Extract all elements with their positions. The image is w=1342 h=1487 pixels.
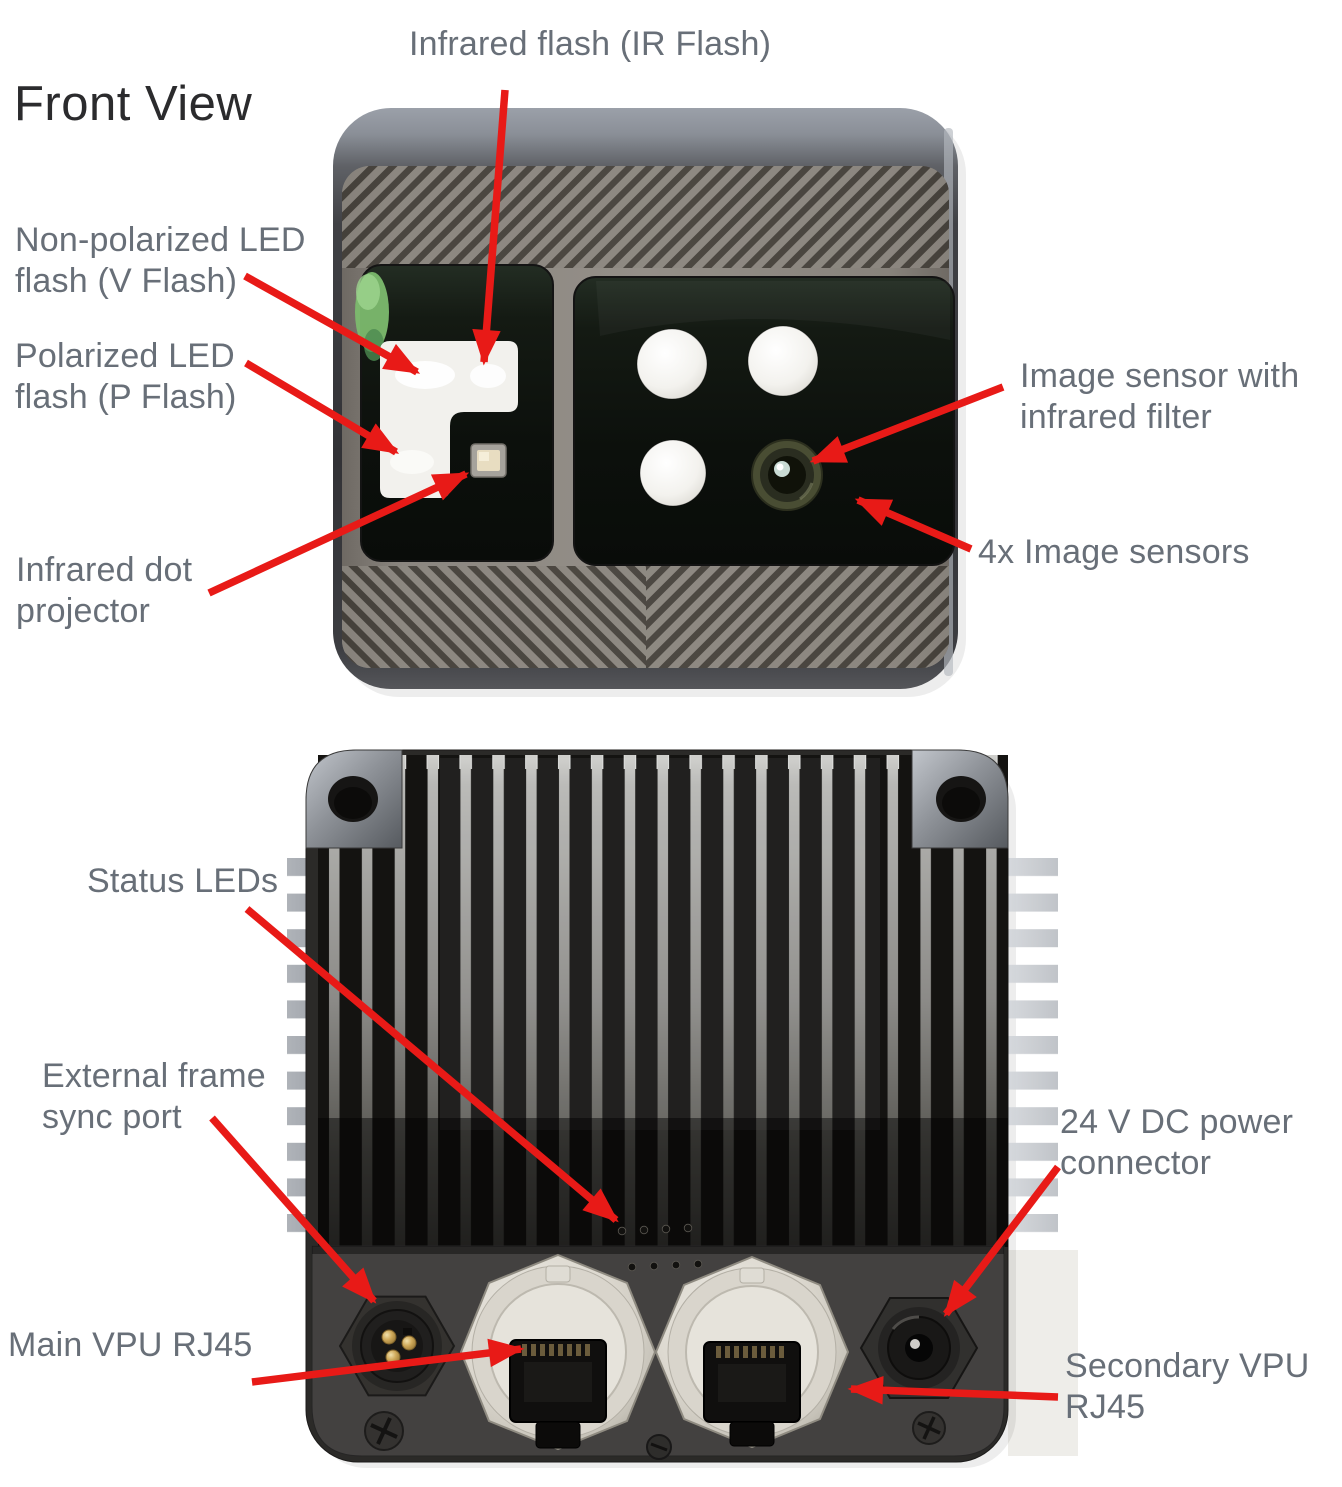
- label-external-sync: External frame sync port: [42, 1057, 266, 1136]
- label-v-flash: Non-polarized LED flash (V Flash): [15, 221, 306, 300]
- arrow-secondary-rj45: [847, 1375, 1059, 1405]
- screw: [364, 1411, 404, 1451]
- arrow-4x-sensors: [854, 496, 973, 553]
- arrow-external-sync: [209, 1115, 377, 1304]
- image-sensor-disk: [747, 325, 819, 397]
- arrow-status-leds: [244, 906, 619, 1223]
- image-sensor-disk: [639, 439, 707, 507]
- front-right-glass-panel: [573, 276, 955, 566]
- label-secondary-rj45: Secondary VPU RJ45: [1065, 1347, 1310, 1426]
- arrow-main-rj45: [251, 1338, 525, 1386]
- annotation-arrows: [207, 89, 1061, 1405]
- front-left-glass-panel: [355, 264, 554, 562]
- infrared-dot-projector: [470, 443, 507, 478]
- label-dot-projector: Infrared dot projector: [16, 551, 193, 630]
- arrow-image-sensor: [809, 383, 1005, 465]
- front-device-photo: [333, 108, 966, 697]
- rear-device-photo: [287, 749, 1078, 1468]
- arrow-ir-flash: [472, 89, 509, 366]
- screw: [912, 1411, 946, 1445]
- heatsink-fins: [318, 755, 1008, 1247]
- image-sensor-disk: [636, 328, 708, 400]
- arrow-v-flash: [243, 272, 421, 376]
- label-image-sensor: Image sensor with infrared filter: [1020, 357, 1300, 436]
- label-status-leds: Status LEDs: [87, 862, 279, 900]
- mount-corner-top-right: [911, 749, 1009, 849]
- front-view-title: Front View: [14, 77, 253, 131]
- label-p-flash: Polarized LED flash (P Flash): [15, 337, 237, 416]
- screw: [646, 1434, 672, 1460]
- power-connector: [859, 1297, 979, 1399]
- arrow-power: [943, 1164, 1061, 1317]
- mount-corner-top-left: [305, 749, 403, 849]
- label-4x-image-sensors: 4x Image sensors: [978, 533, 1250, 571]
- arrow-p-flash: [244, 359, 400, 456]
- rj45-secondary-connector: [654, 1255, 850, 1449]
- status-led-dots: [617, 1223, 703, 1272]
- label-power: 24 V DC power connector: [1060, 1103, 1294, 1182]
- rj45-main-connector: [459, 1253, 657, 1451]
- image-sensor-lens: [751, 439, 823, 511]
- label-ir-flash: Infrared flash (IR Flash): [409, 25, 772, 63]
- label-main-rj45: Main VPU RJ45: [8, 1326, 253, 1364]
- heatsink-side-fins-right: [1002, 858, 1058, 1248]
- arrow-dot-projector: [207, 470, 470, 597]
